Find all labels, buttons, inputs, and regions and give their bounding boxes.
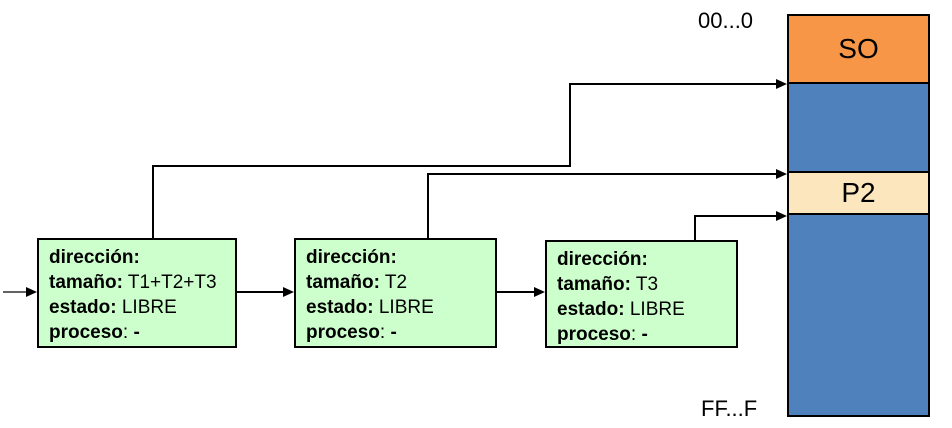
field-label: dirección: xyxy=(306,247,397,268)
node-row: proceso: - xyxy=(306,320,495,345)
field-label: dirección: xyxy=(557,249,648,270)
field-value: LIBRE xyxy=(373,297,434,318)
list-head-arrowhead-icon xyxy=(26,287,37,297)
node1-to-memory-arrowhead-icon xyxy=(776,79,787,89)
node2-to-memory-pointer-line xyxy=(427,173,778,258)
node-row: estado: LIBRE xyxy=(557,297,736,322)
node-row: tamaño: T3 xyxy=(557,272,736,297)
node1-to-memory-pointer-line xyxy=(152,83,778,238)
memory-segment-p2-label: P2 xyxy=(841,177,876,208)
field-value: - xyxy=(390,322,397,343)
field-value: T3 xyxy=(630,274,659,295)
node-row: dirección: xyxy=(49,245,235,270)
field-label: dirección: xyxy=(49,247,140,268)
node-row: tamaño: T2 xyxy=(306,270,495,295)
field-value: LIBRE xyxy=(624,299,685,320)
memory-segment-so-label: SO xyxy=(838,33,879,64)
node-row: proceso: - xyxy=(557,322,736,347)
field-label: estado: xyxy=(557,299,625,320)
field-label: proceso xyxy=(306,322,380,343)
node1-to-node2-arrowhead-icon xyxy=(283,287,294,297)
field-value: : xyxy=(122,322,134,343)
node3-to-memory-arrowhead-icon xyxy=(776,211,787,221)
field-label: estado: xyxy=(306,297,374,318)
field-value: T2 xyxy=(379,272,408,293)
node-row: proceso: - xyxy=(49,320,235,345)
memory-segment-block-1 xyxy=(789,84,928,173)
field-label: tamaño: xyxy=(306,272,380,293)
node-row: estado: LIBRE xyxy=(306,295,495,320)
field-label: tamaño: xyxy=(557,274,631,295)
address-label-bottom: FF...F xyxy=(701,396,758,421)
node-row: tamaño: T1+T2+T3 xyxy=(49,270,235,295)
free-block-node-1: dirección: tamaño: T1+T2+T3 estado: LIBR… xyxy=(37,238,237,348)
memory-segment-p2: P2 xyxy=(789,173,928,215)
free-block-node-2: dirección: tamaño: T2 estado: LIBRE proc… xyxy=(294,238,497,348)
node2-to-memory-arrowhead-icon xyxy=(776,169,787,179)
field-value: LIBRE xyxy=(116,297,177,318)
node-row: estado: LIBRE xyxy=(49,295,235,320)
field-label: estado: xyxy=(49,297,117,318)
node2-to-node3-arrowhead-icon xyxy=(534,287,545,297)
memory-segment-block-2 xyxy=(789,215,928,415)
free-block-node-3: dirección: tamaño: T3 estado: LIBRE proc… xyxy=(545,240,738,348)
field-label: tamaño: xyxy=(49,272,123,293)
memory-map-column: SO P2 xyxy=(787,14,930,417)
field-value: : xyxy=(379,322,391,343)
field-value: T1+T2+T3 xyxy=(122,272,217,293)
field-value: - xyxy=(641,324,648,345)
field-label: proceso xyxy=(557,324,631,345)
field-value: - xyxy=(133,322,140,343)
node-row: dirección: xyxy=(557,247,736,272)
node-row: dirección: xyxy=(306,245,495,270)
field-value: : xyxy=(630,324,642,345)
address-label-top: 00...0 xyxy=(698,8,754,33)
field-label: proceso xyxy=(49,322,123,343)
memory-segment-so: SO xyxy=(789,16,928,84)
